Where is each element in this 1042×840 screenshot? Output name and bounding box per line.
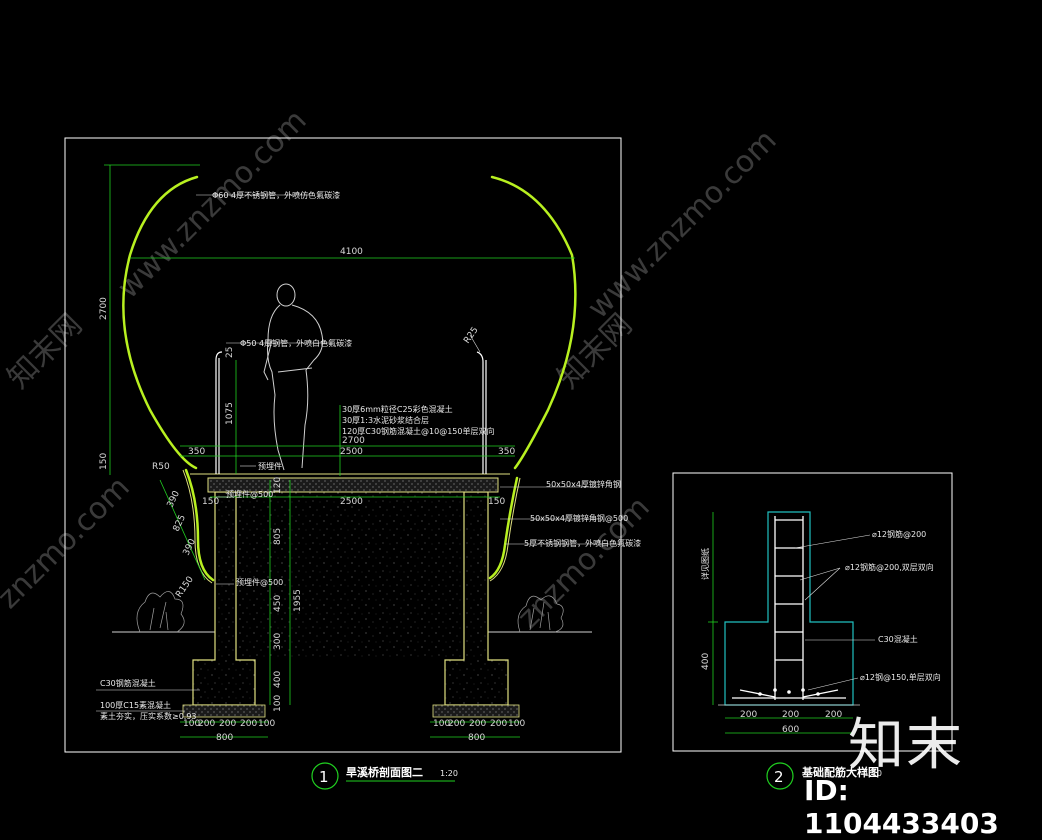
drawing-2-title: 基础配筋大样图 <box>801 765 879 779</box>
note-embed-1: 预埋件 <box>258 461 282 471</box>
note-deck-3: 120厚C30钢筋混凝土@10@150单层双向 <box>342 426 494 436</box>
note-c30: C30钢筋混凝土 <box>100 678 156 688</box>
leader-lines <box>96 194 620 712</box>
handrail-post-right <box>476 351 487 474</box>
dim-2500-mid: 2500 <box>340 497 363 507</box>
watermark-text: 知末网 <box>1 307 89 395</box>
note-c15: 100厚C15素混凝土 <box>100 700 171 710</box>
handrail-post-left <box>215 351 223 474</box>
dim-foot-left-3: 200 <box>219 719 236 729</box>
dim-2500-top: 2500 <box>340 447 363 457</box>
note-rail-post: Φ50 4厚钢管，外喷白色氟碳漆 <box>240 338 352 348</box>
drawing-2-dim-b2: 200 <box>782 710 799 720</box>
brand-logo: 知末 <box>848 713 964 778</box>
drawing-2-dim-total: 600 <box>782 725 799 735</box>
dim-foot-right-1: 100 <box>433 719 450 729</box>
drawing-2-frame <box>672 472 953 752</box>
rail-inner-lines <box>182 469 521 584</box>
bridge-deck <box>207 477 499 493</box>
drawing-2-height-label: 详见图纸 <box>700 548 710 580</box>
dim-2700-deck: 2700 <box>342 436 365 446</box>
footing-right-c15 <box>432 704 520 718</box>
image-id-label: ID: 1104433403 <box>804 774 999 840</box>
drawing-1-scale: 1:20 <box>440 769 458 778</box>
rail-top-curves <box>122 175 577 582</box>
dim-150-left: 150 <box>202 497 219 507</box>
drawing-2-note-c30: C30混凝土 <box>878 634 918 644</box>
dim-350-left: 350 <box>188 447 205 457</box>
dim-825: 825 <box>172 513 188 533</box>
dim-450: 450 <box>273 595 283 612</box>
note-angle-2: 50x50x4厚镀锌角钢@500 <box>530 513 628 523</box>
dim-foot-left-2: 200 <box>198 719 215 729</box>
watermark-text: znzmo.com <box>0 470 137 616</box>
dim-150-right: 150 <box>488 497 505 507</box>
dim-350-right: 350 <box>498 447 515 457</box>
drawing-1-number: 1 <box>319 768 329 786</box>
dim-foot-total-left: 800 <box>216 733 233 743</box>
dim-300: 300 <box>273 633 283 650</box>
dim-120: 120 <box>273 477 283 494</box>
dim-100: 100 <box>273 695 283 712</box>
dim-foot-total-right: 800 <box>468 733 485 743</box>
shrub-right <box>517 595 564 633</box>
dim-1075: 1075 <box>225 402 235 425</box>
note-embed-2: 预埋件@500 <box>226 489 273 499</box>
drawing-2-number: 2 <box>774 768 784 786</box>
human-figure <box>263 283 324 471</box>
dim-foot-right-4: 200 <box>490 719 507 729</box>
drawing-1-number-circle <box>311 762 339 790</box>
drawing-2-leaders <box>794 534 875 691</box>
dim-foot-left-1: 100 <box>183 719 200 729</box>
drawing-2-number-circle <box>766 762 794 790</box>
dim-805: 805 <box>273 528 283 545</box>
dim-1955: 1955 <box>293 589 303 612</box>
note-deck-1: 30厚6mm粒径C25彩色混凝土 <box>342 404 453 414</box>
soil-fill <box>236 492 464 660</box>
note-tube: 5厚不锈钢钢管，外喷白色氟碳漆 <box>524 538 641 548</box>
watermark-text: 知末网 <box>551 307 639 395</box>
dim-25: 25 <box>225 347 235 358</box>
drawing-2-scale: 1:10 <box>864 769 882 778</box>
dim-foot-right-3: 200 <box>469 719 486 729</box>
dim-foot-left-5: 100 <box>258 719 275 729</box>
note-soil: 素土夯实，压实系数≥0.93 <box>100 711 197 721</box>
watermark-text: www.znzmo.com <box>581 123 784 326</box>
dim-400: 400 <box>273 671 283 688</box>
dim-r50: R50 <box>152 462 170 472</box>
dim-390-a: 390 <box>166 489 182 509</box>
note-deck-2: 30厚1:3水泥砂浆结合层 <box>342 415 429 425</box>
note-angle-1: 50x50x4厚镀锌角钢 <box>546 479 621 489</box>
dim-foot-right-5: 100 <box>508 719 525 729</box>
drawing-1-frame <box>64 137 622 753</box>
drawing-2-dim-b3: 200 <box>825 710 842 720</box>
rebar-cage <box>732 516 846 700</box>
drawing-2-note-r2: ⌀12钢筋@200,双层双向 <box>845 562 934 572</box>
shrub-left <box>136 591 185 633</box>
drawing-2-dim-b1: 200 <box>740 710 757 720</box>
dim-foot-left-4: 200 <box>240 719 257 729</box>
dim-150-base: 150 <box>99 453 109 470</box>
drawing-2-dim-400: 400 <box>701 653 711 670</box>
drawing-2-note-r3: ⌀12钢@150,单层双向 <box>860 672 941 682</box>
dim-r25: R25 <box>462 325 480 345</box>
drawing-1-title: 旱溪桥剖面图二 <box>346 765 423 779</box>
dim-4100: 4100 <box>340 247 363 257</box>
dimension-lines <box>104 164 575 738</box>
dim-foot-right-2: 200 <box>448 719 465 729</box>
note-embed-3: 预埋件@500 <box>236 577 283 587</box>
drawing-2-dimension-lines <box>708 512 853 734</box>
rebar-dots <box>758 688 820 696</box>
drawing-2-note-r1: ⌀12钢筋@200 <box>872 529 926 539</box>
note-rail-top: Φ60 4厚不锈钢管，外喷仿色氟碳漆 <box>212 190 340 200</box>
dim-r150: R150 <box>174 575 196 600</box>
dim-2700-height: 2700 <box>99 297 109 320</box>
foundation-outline <box>724 511 854 706</box>
watermark-text: www.znzmo.com <box>111 103 314 306</box>
